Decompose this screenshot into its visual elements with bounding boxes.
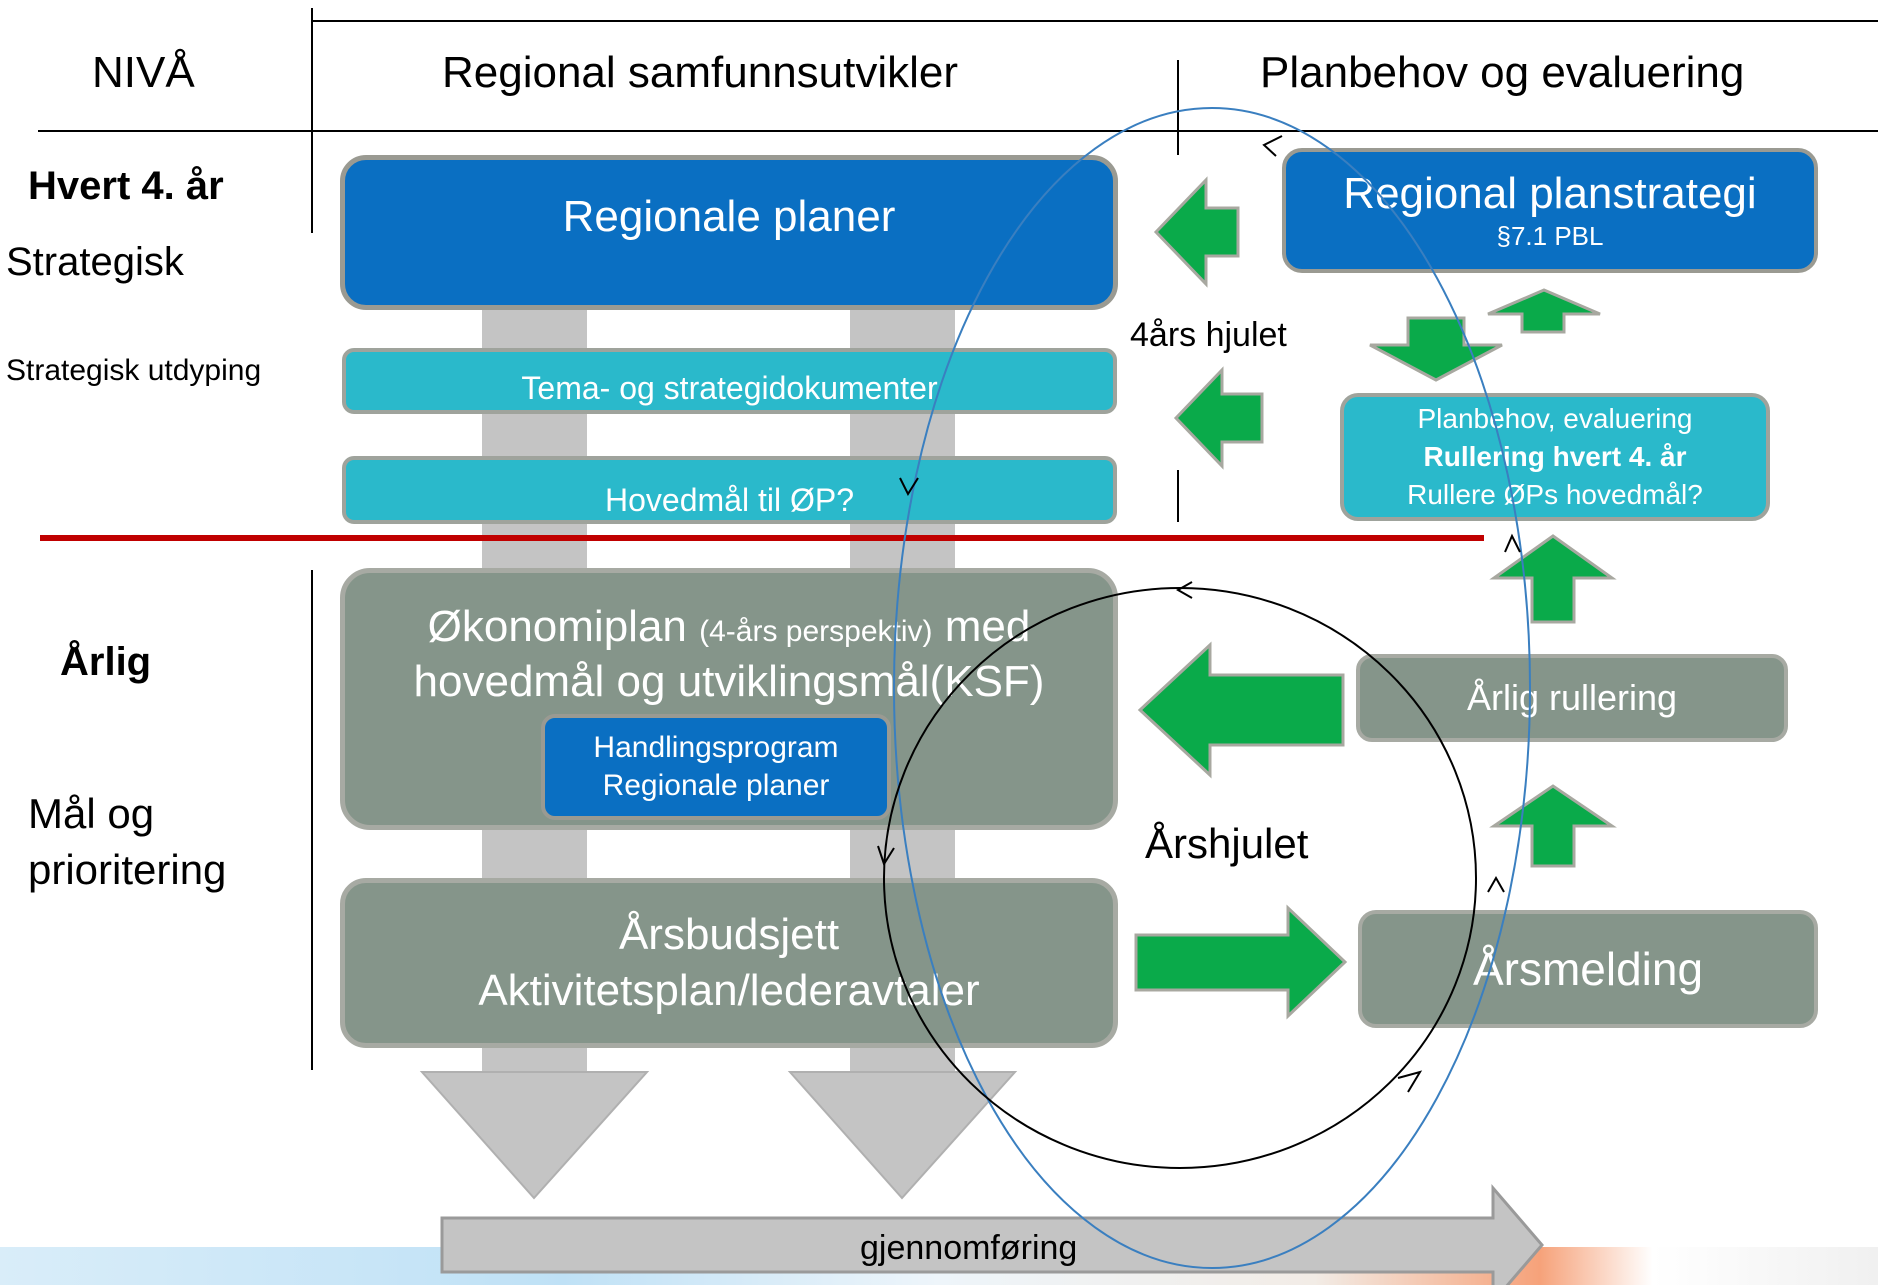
action-program-line2: Regionale planer <box>602 769 830 802</box>
column-divider-left-top <box>311 8 313 233</box>
implementation-label: gjennomføring <box>860 1229 1078 1267</box>
right-column-header: Planbehov og evaluering <box>1260 48 1745 97</box>
theme-documents-box: Tema- og strategidokumenter <box>342 348 1117 414</box>
main-goals-op-label: Hovedmål til ØP? <box>605 481 854 518</box>
green-arrow-down-strategy <box>1369 316 1503 382</box>
green-arrow-up-plan-needs <box>1489 534 1617 624</box>
theme-documents-label: Tema- og strategidokumenter <box>521 369 938 406</box>
annual-report-box: Årsmelding <box>1358 910 1818 1028</box>
economic-plan-with: med <box>932 602 1031 651</box>
annual-rolling-label: Årlig rullering <box>1466 677 1678 718</box>
header-top-line <box>312 20 1878 22</box>
four-year-cycle-arrowhead-left <box>899 477 919 497</box>
header-bottom-line <box>38 130 1878 132</box>
down-arrow-right <box>787 1071 1018 1200</box>
annual-budget-box: Årsbudsjett Aktivitetsplan/lederavtaler <box>340 878 1118 1048</box>
annual-budget-line1: Årsbudsjett <box>618 910 840 959</box>
main-goals-op-box: Hovedmål til ØP? <box>342 456 1117 524</box>
plan-needs-line3: Rullere ØPs hovedmål? <box>1407 479 1703 510</box>
action-program-box: Handlingsprogram Regionale planer <box>541 714 891 820</box>
annual-rolling-box: Årlig rullering <box>1356 654 1788 742</box>
planning-strategy-box: Regional planstrategi §7.1 PBL <box>1282 148 1818 273</box>
level-every-4-years: Hvert 4. år <box>28 164 224 208</box>
level-strategic: Strategisk <box>6 240 184 284</box>
annual-cycle-arrowhead-left <box>877 845 895 867</box>
plan-needs-box: Planbehov, evaluering Rullering hvert 4.… <box>1340 393 1770 521</box>
red-divider-line <box>40 535 1484 541</box>
level-header: NIVÅ <box>92 48 195 97</box>
four-year-cycle-arrowhead-top <box>1262 135 1283 157</box>
down-arrow-left <box>419 1071 650 1200</box>
annual-wheel-label: Årshjulet <box>1145 820 1309 867</box>
action-program-line1: Handlingsprogram <box>593 731 839 764</box>
economic-plan-line2: hovedmål og utviklingsmål(KSF) <box>413 657 1045 706</box>
green-arrow-up-annual-rolling <box>1489 784 1617 868</box>
middle-column-header: Regional samfunnsutvikler <box>442 48 959 97</box>
green-arrow-to-regional-plans <box>1153 176 1240 288</box>
four-year-cycle-arrowhead-right <box>1504 533 1521 553</box>
planning-strategy-ref: §7.1 PBL <box>1496 220 1604 251</box>
plan-needs-line2: Rullering hvert 4. år <box>1423 441 1687 472</box>
four-year-cycle <box>893 107 1531 1269</box>
plan-needs-line1: Planbehov, evaluering <box>1417 403 1693 434</box>
level-annual: Årlig <box>60 640 152 684</box>
economic-plan-box: Økonomiplan (4-års perspektiv) med hoved… <box>340 568 1118 830</box>
economic-plan-title: Økonomiplan <box>427 602 700 651</box>
green-arrow-up-strategy <box>1487 288 1601 334</box>
four-year-wheel-label: 4års hjulet <box>1130 316 1287 354</box>
annual-cycle-arrowhead-right <box>1397 1070 1423 1093</box>
planning-strategy-label: Regional planstrategi <box>1343 168 1757 218</box>
level-strategic-detail: Strategisk utdyping <box>6 354 262 387</box>
implementation-arrow <box>440 1183 1544 1285</box>
column-divider-right-top <box>1177 60 1179 155</box>
column-divider-right-mid <box>1177 470 1179 522</box>
economic-plan-perspective: (4-års perspektiv) <box>699 615 933 648</box>
annual-cycle-arrowhead-top <box>1175 581 1193 599</box>
regional-plans-label: Regionale planer <box>562 191 896 241</box>
green-arrow-to-annual-report <box>1134 904 1348 1020</box>
green-arrow-to-economic-plan <box>1137 641 1345 779</box>
annual-budget-line2: Aktivitetsplan/lederavtaler <box>478 966 980 1015</box>
level-goals-line1: Mål og <box>28 790 155 837</box>
annual-cycle-arrowhead-midright <box>1487 875 1505 893</box>
annual-report-label: Årsmelding <box>1472 943 1704 995</box>
level-goals-line2: prioritering <box>28 846 227 893</box>
column-divider-left-bottom <box>311 570 313 1070</box>
green-arrow-to-theme-docs <box>1173 366 1264 470</box>
regional-plans-box: Regionale planer <box>340 155 1118 310</box>
